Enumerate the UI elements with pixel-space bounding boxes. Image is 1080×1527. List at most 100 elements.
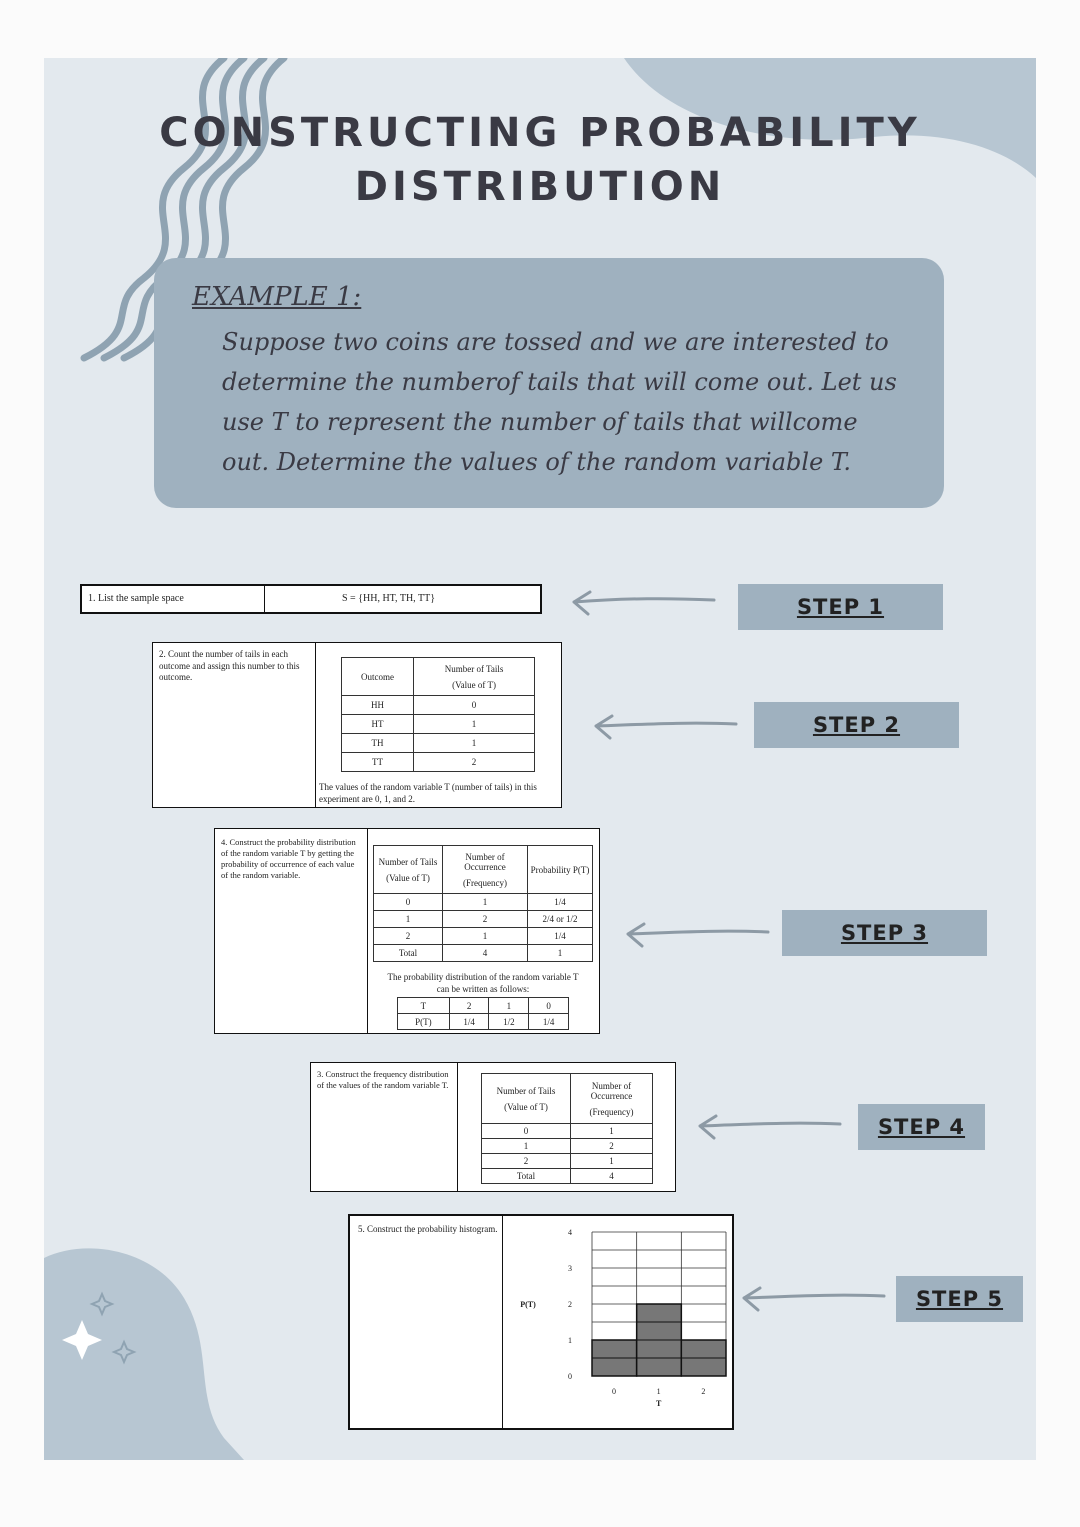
table-cell: 1/4: [527, 893, 593, 911]
header-number-of-tails-line1: Number of Tails: [496, 1085, 556, 1096]
header-occurrence-line1: Number of Occurrence: [590, 1080, 633, 1101]
header-number-of-tails-line1: Number of Tails: [444, 663, 504, 674]
header-number-of-tails-line2: (Value of T): [386, 872, 430, 883]
table-cell: 1: [442, 893, 528, 911]
step4-table: Number of Tails (Value of T) Number of O…: [481, 1073, 653, 1184]
step-1-label: STEP 1: [738, 584, 943, 630]
step2-document: 2. Count the number of tails in each out…: [152, 642, 562, 808]
table-cell: 2: [481, 1153, 571, 1169]
x-tick-label: 0: [612, 1387, 616, 1396]
example-heading: EXAMPLE 1:: [192, 282, 362, 312]
table-cell: 1: [373, 910, 443, 928]
arrow-left-icon: [572, 590, 716, 616]
page-title-line-1: CONSTRUCTING PROBABILITY: [159, 110, 921, 156]
header-number-of-tails: Number of Tails (Value of T): [413, 657, 535, 696]
table-cell: 2: [570, 1138, 653, 1154]
header-occurrence: Number of Occurrence (Frequency): [570, 1073, 653, 1124]
table-cell: 2/4 or 1/2: [527, 910, 593, 928]
step1-instruction: 1. List the sample space: [88, 593, 184, 604]
sample-space: S = {HH, HT, TH, TT}: [342, 593, 436, 604]
step4-document: 3. Construct the frequency distribution …: [310, 1062, 676, 1192]
header-occurrence-line2: (Frequency): [589, 1106, 634, 1117]
table-cell: 2: [448, 997, 490, 1014]
page-title-line-2: DISTRIBUTION: [354, 164, 726, 210]
step3-table: Number of Tails (Value of T) Number of O…: [373, 845, 593, 962]
table-cell: TH: [340, 733, 415, 753]
step-2-label: STEP 2: [754, 702, 959, 748]
step2-divider: [315, 643, 316, 807]
example-box: EXAMPLE 1: Suppose two coins are tossed …: [154, 258, 944, 508]
step5-divider: [502, 1216, 503, 1428]
table-cell: 0: [413, 695, 535, 715]
header-number-of-tails-line2: (Value of T): [504, 1101, 548, 1112]
table-cell: Total: [373, 944, 443, 962]
table-cell: 1: [527, 944, 593, 962]
table-cell: Total: [481, 1168, 571, 1184]
step5-instruction: 5. Construct the probability histogram.: [358, 1224, 498, 1234]
step3-distribution-table: T 2 1 0 P(T) 1/4 1/2 1/4: [397, 997, 569, 1030]
worksheet-page: CONSTRUCTING PROBABILITY DISTRIBUTION EX…: [44, 58, 1036, 1460]
table-cell: 2: [413, 752, 535, 772]
x-axis-label: T: [656, 1399, 662, 1408]
probability-histogram: 4 3 2 1 0 0 1 2 P(T) T: [520, 1228, 727, 1408]
arrow-left-icon: [698, 1114, 842, 1140]
y-tick-label: 2: [568, 1300, 572, 1309]
header-occurrence-line1: Number of Occurrence: [464, 851, 506, 872]
table-cell: 1/4: [448, 1013, 490, 1030]
table-cell: 1/4: [528, 1013, 569, 1030]
table-cell: HH: [340, 695, 415, 715]
table-cell: 1: [488, 997, 530, 1014]
step3-divider: [367, 829, 368, 1033]
table-cell: 0: [373, 893, 443, 911]
table-cell: 1/2: [488, 1013, 530, 1030]
table-cell: HT: [340, 714, 415, 734]
table-cell: 4: [442, 944, 528, 962]
table-cell: 1: [570, 1153, 653, 1169]
x-tick-label: 2: [701, 1387, 705, 1396]
example-text: Suppose two coins are tossed and we are …: [222, 328, 897, 476]
step2-instruction: 2. Count the number of tails in each out…: [159, 649, 300, 682]
table-cell: 2: [373, 927, 443, 945]
y-tick-label: 1: [568, 1336, 572, 1345]
table-cell: T: [397, 997, 450, 1014]
table-cell: 0: [481, 1123, 571, 1139]
table-cell: 1: [413, 733, 535, 753]
header-number-of-tails: Number of Tails (Value of T): [373, 845, 443, 894]
arrow-left-icon: [626, 922, 770, 948]
y-axis-label: P(T): [520, 1300, 536, 1309]
header-number-of-tails-line2: (Value of T): [452, 679, 496, 690]
table-cell: 1: [570, 1123, 653, 1139]
step4-divider: [457, 1063, 458, 1191]
step5-document: 5. Construct the probability histogram. …: [348, 1214, 734, 1430]
table-cell: 4: [570, 1168, 653, 1184]
header-probability: Probability P(T): [527, 845, 593, 894]
table-cell: TT: [340, 752, 415, 772]
step1-document: 1. List the sample space S = {HH, HT, TH…: [80, 584, 542, 614]
step-4-label: STEP 4: [858, 1104, 985, 1150]
table-cell: 1/4: [527, 927, 593, 945]
table-cell: P(T): [397, 1013, 450, 1030]
step1-divider: [264, 586, 265, 612]
x-tick-label: 1: [657, 1387, 661, 1396]
header-occurrence: Number of Occurrence (Frequency): [442, 845, 528, 894]
step3-instruction: 4. Construct the probability distributio…: [221, 837, 356, 880]
step2-note: The values of the random variable T (num…: [319, 782, 537, 804]
table-cell: 2: [442, 910, 528, 928]
header-number-of-tails-line1: Number of Tails: [378, 856, 438, 867]
table-cell: 1: [481, 1138, 571, 1154]
y-tick-label: 0: [568, 1372, 572, 1381]
arrow-left-icon: [742, 1286, 886, 1312]
step-3-label: STEP 3: [782, 910, 987, 956]
arrow-left-icon: [594, 714, 738, 740]
step3-note: The probability distribution of the rand…: [387, 972, 579, 994]
y-tick-label: 3: [568, 1264, 572, 1273]
header-outcome: Outcome: [340, 657, 415, 696]
step4-instruction: 3. Construct the frequency distribution …: [317, 1069, 449, 1090]
table-cell: 0: [528, 997, 569, 1014]
y-tick-label: 4: [568, 1228, 572, 1237]
header-number-of-tails: Number of Tails (Value of T): [481, 1073, 571, 1124]
header-occurrence-line2: (Frequency): [463, 877, 507, 888]
step3-document: 4. Construct the probability distributio…: [214, 828, 600, 1034]
step-5-label: STEP 5: [896, 1276, 1023, 1322]
